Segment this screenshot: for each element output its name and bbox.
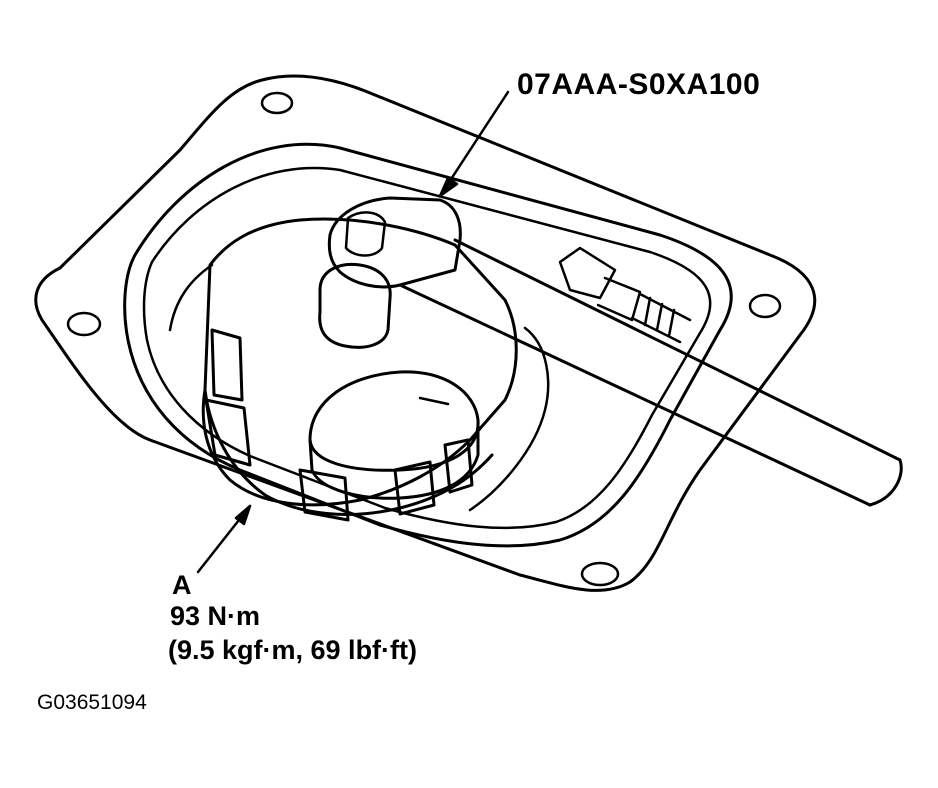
tool-handle-upper xyxy=(453,238,902,462)
connector-ridges xyxy=(643,296,676,338)
bolt-holes xyxy=(66,91,782,587)
lock-nut-tab-left-upper xyxy=(210,328,244,402)
figure-code: G03651094 xyxy=(37,691,147,714)
pump-connector xyxy=(558,246,692,344)
leader-lines xyxy=(196,90,510,574)
tool-head xyxy=(327,196,462,289)
lock-nut-a xyxy=(201,217,518,522)
tool-jaw-inner xyxy=(344,211,387,257)
recess-outer-ring xyxy=(123,142,733,548)
lock-nut-outline xyxy=(201,217,518,507)
special-tool-07aaa xyxy=(327,196,903,507)
part-a-leader-arrowhead xyxy=(234,504,252,526)
connector-hose xyxy=(630,292,692,344)
bolt-hole-right xyxy=(748,293,782,319)
recess-inner-ring xyxy=(142,166,712,530)
tool-leader-arrowhead xyxy=(438,176,459,198)
tool-handle-end xyxy=(868,458,903,507)
connector-housing xyxy=(558,246,617,300)
bolt-hole-bottom xyxy=(580,561,620,587)
mounting-flange-outline xyxy=(34,74,817,592)
pump-center-boss xyxy=(318,262,392,349)
bolt-hole-left xyxy=(66,311,102,337)
tool-handle-lower xyxy=(398,283,872,507)
part-a-callout: A xyxy=(172,570,192,600)
torque-spec-metric: 93 N·m xyxy=(170,601,261,631)
bolt-hole-top-left xyxy=(260,91,294,115)
pump-top-disc-side xyxy=(308,418,480,500)
tank-seat-rim xyxy=(168,263,550,512)
lock-nut-tab-far-right xyxy=(443,438,474,494)
special-tool-number-label: 07AAA-S0XA100 xyxy=(517,68,761,101)
lock-nut-tab-left-lower xyxy=(204,398,252,467)
pump-top-slot xyxy=(418,396,450,406)
lock-nut-tab-mid xyxy=(298,468,350,522)
torque-spec-alternate-units: (9.5 kgf·m, 69 lbf·ft) xyxy=(168,635,418,665)
tool-leader-line xyxy=(438,90,510,198)
connector-neck xyxy=(596,276,642,322)
